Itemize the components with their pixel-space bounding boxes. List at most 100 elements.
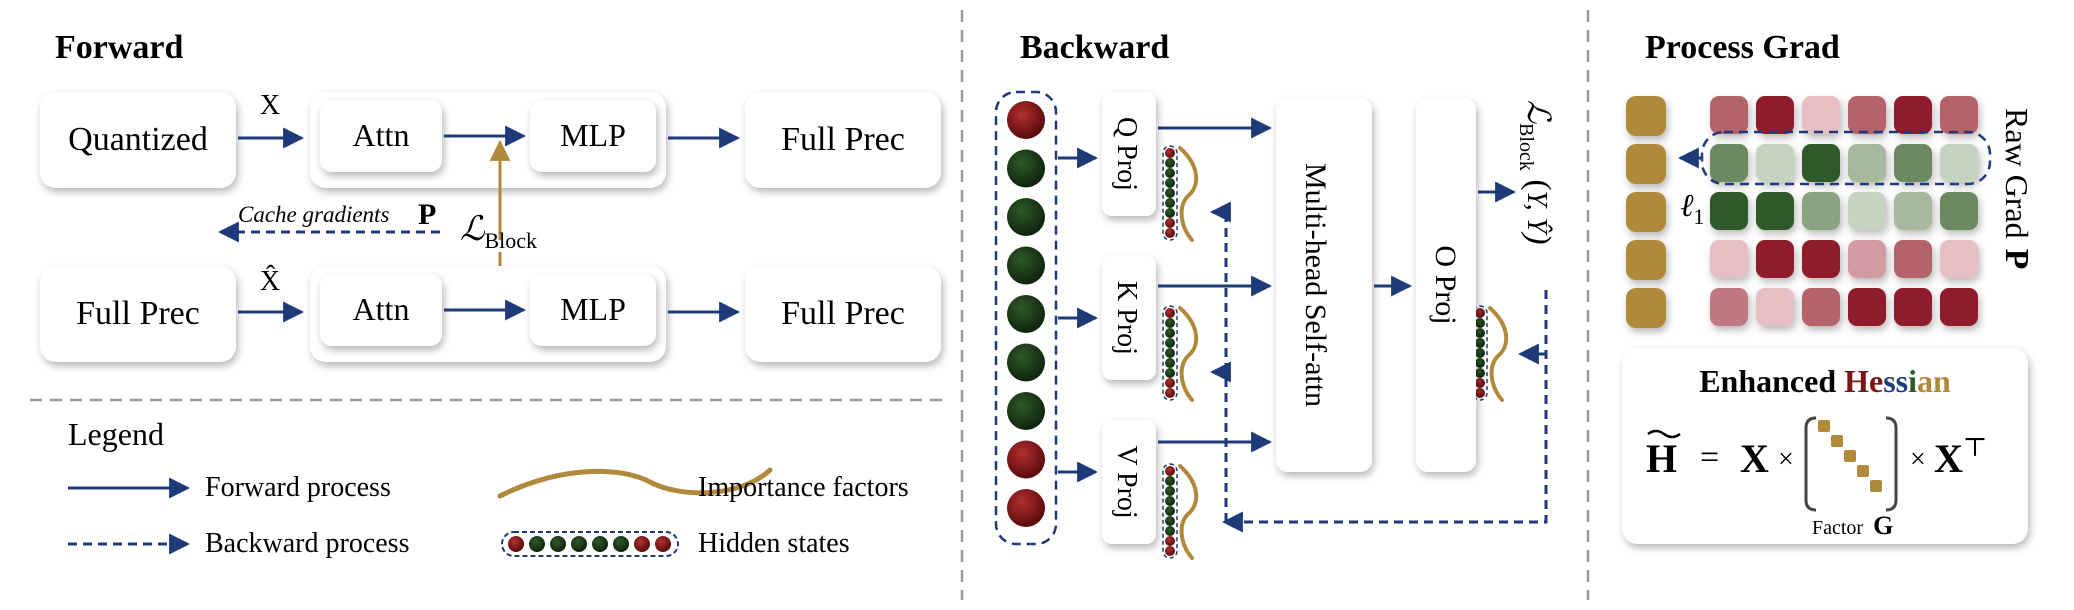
k-proj-states xyxy=(1162,305,1199,402)
hidden-state-dot xyxy=(1007,343,1045,382)
raw-grad-label: Raw GradP xyxy=(1998,108,2035,269)
formula-times-2: × xyxy=(1910,444,1926,475)
grad-cell xyxy=(1710,192,1748,230)
hessian-letter: e xyxy=(1869,363,1883,399)
small-state-dot xyxy=(1475,358,1485,368)
small-state-dot xyxy=(1475,308,1485,318)
forward-title: Forward xyxy=(55,29,184,66)
l1-factor-column xyxy=(1626,96,1666,328)
importance-curve xyxy=(1178,146,1199,242)
grad-cell xyxy=(1940,96,1978,134)
o-proj-box xyxy=(1416,98,1476,472)
factor-diag-cell xyxy=(1844,450,1856,462)
q-proj-label: Q Proj xyxy=(1111,117,1142,191)
small-state-dot xyxy=(1165,486,1175,496)
legend-hidden-label: Hidden states xyxy=(698,528,850,559)
backward-loss-label: ℒBlock (Y, Ŷ) xyxy=(1515,100,1557,245)
factor-diag-cell xyxy=(1870,480,1882,492)
full-prec-input-label: Full Prec xyxy=(76,295,200,332)
grad-cell xyxy=(1848,288,1886,326)
grad-cell xyxy=(1940,192,1978,230)
q-proj-box xyxy=(1102,92,1156,216)
enhanced-hessian-title: Enhanced Hessian xyxy=(1699,363,1951,399)
hidden-state-dot xyxy=(1007,101,1045,139)
small-state-dot xyxy=(1165,546,1175,556)
mlp-label-2: MLP xyxy=(560,291,626,327)
factor-diag-cell xyxy=(1857,465,1869,477)
factor-diag-cell xyxy=(1818,420,1830,432)
formula-times-1: × xyxy=(1778,444,1794,475)
small-state-dot xyxy=(1475,348,1485,358)
legend-dot xyxy=(655,536,671,552)
attn-label-2: Attn xyxy=(353,291,410,327)
l1-factor-cell xyxy=(1626,288,1666,328)
hidden-state-dot xyxy=(1007,440,1045,479)
grad-cell xyxy=(1710,288,1748,326)
grad-cell xyxy=(1940,288,1978,326)
grad-cell xyxy=(1802,96,1840,134)
legend-dot xyxy=(592,536,608,552)
l1-label: ℓ1 xyxy=(1680,187,1704,229)
grad-cell xyxy=(1894,240,1932,278)
legend-dot xyxy=(634,536,650,552)
attn-box-2 xyxy=(320,274,442,346)
x-label: X xyxy=(260,90,280,121)
full-prec-box-2 xyxy=(745,266,941,362)
small-state-dot xyxy=(1165,338,1175,348)
small-state-dot xyxy=(1475,318,1485,328)
small-state-dot xyxy=(1475,378,1485,388)
quantized-label: Quantized xyxy=(68,121,208,158)
legend-hidden-states-pill xyxy=(501,531,679,557)
legend-dot xyxy=(613,536,629,552)
grad-cell xyxy=(1756,192,1794,230)
grad-cell xyxy=(1940,144,1978,182)
importance-curve xyxy=(1488,306,1509,402)
small-state-dot xyxy=(1165,198,1175,208)
full-prec-label-2: Full Prec xyxy=(781,295,905,332)
small-state-dot xyxy=(1165,158,1175,168)
factor-bracket-right xyxy=(1885,416,1898,512)
small-state-dot xyxy=(1165,536,1175,546)
svg-text:Raw GradP: Raw GradP xyxy=(1998,108,2035,269)
mhsa-box xyxy=(1276,98,1372,472)
hessian-letter: a xyxy=(1917,363,1933,399)
small-state-dot xyxy=(1165,228,1175,238)
attn-label-1: Attn xyxy=(353,117,410,153)
process-grad-title: Process Grad xyxy=(1645,29,1840,66)
l1-factor-cell xyxy=(1626,96,1666,136)
small-state-dot xyxy=(1165,188,1175,198)
mhsa-label: Multi-head Self-attn xyxy=(1299,163,1332,407)
grad-cell xyxy=(1756,96,1794,134)
formula-x-transpose: X⊤ xyxy=(1934,433,1987,481)
hidden-state-dot xyxy=(1007,489,1045,527)
grad-cell xyxy=(1802,240,1840,278)
grad-cell xyxy=(1710,144,1748,182)
small-state-dot xyxy=(1165,466,1175,476)
small-state-dot xyxy=(1165,148,1175,158)
mlp-box-1 xyxy=(530,100,656,172)
formula-h-tilde: H xyxy=(1646,436,1677,481)
small-state-dot xyxy=(1475,328,1485,338)
grad-cell xyxy=(1848,240,1886,278)
v-proj-box xyxy=(1102,420,1156,544)
legend-forward-label: Forward process xyxy=(205,472,391,503)
small-state-dot xyxy=(1165,526,1175,536)
hessian-letter: n xyxy=(1933,363,1951,399)
k-proj-box xyxy=(1102,256,1156,380)
legend-importance-curve xyxy=(497,467,773,499)
legend-dot xyxy=(550,536,566,552)
legend-importance-label: Importance factors xyxy=(698,472,909,503)
small-state-dot xyxy=(1165,208,1175,218)
grad-cell xyxy=(1802,192,1840,230)
importance-curve xyxy=(1178,306,1199,402)
hidden-state-dot xyxy=(1007,246,1045,285)
q-proj-states xyxy=(1162,145,1199,242)
o-proj-label: O Proj xyxy=(1429,245,1462,324)
backward-title: Backward xyxy=(1020,29,1169,66)
grad-cell xyxy=(1894,96,1932,134)
hessian-letter: s xyxy=(1883,363,1895,399)
enhanced-hessian-box xyxy=(1622,348,2028,544)
grad-cell xyxy=(1802,144,1840,182)
o-proj-states xyxy=(1472,305,1509,402)
